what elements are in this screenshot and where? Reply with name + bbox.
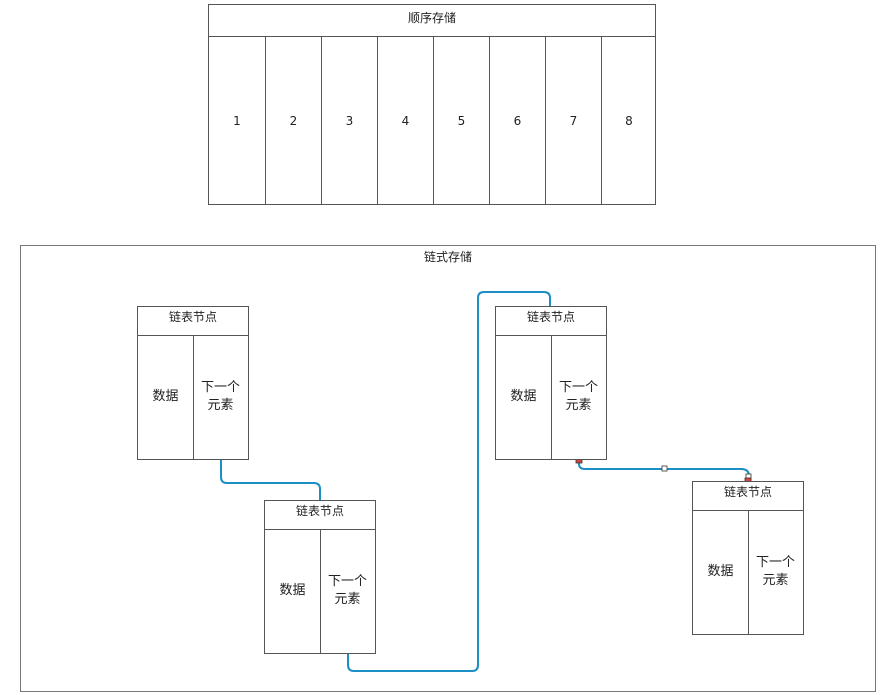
sequential-cell-5: 5 (433, 37, 489, 204)
sequential-storage-title: 顺序存储 (407, 11, 456, 25)
node-next-label: 下一个元素 (558, 380, 598, 413)
sequential-title-divider (209, 36, 655, 37)
sequential-cell-2: 2 (265, 37, 321, 204)
linked-node-4: 链表节点 数据 下一个元素 (692, 481, 804, 635)
sequential-cell-3: 3 (321, 37, 377, 204)
node-title: 链表节点 (496, 307, 606, 336)
linked-node-3: 链表节点 数据 下一个元素 (495, 306, 607, 460)
sequential-cell-7: 7 (545, 37, 601, 204)
node-data-cell: 数据 (265, 529, 321, 653)
sequential-storage-container: 顺序存储 1 2 3 4 5 6 7 8 (208, 4, 656, 205)
sequential-cell-1: 1 (233, 113, 241, 128)
linked-storage-title: 链式存储 (423, 250, 472, 264)
sequential-cell-4: 4 (377, 37, 433, 204)
node-next-label: 下一个元素 (200, 380, 240, 413)
connector-midpoint-handle[interactable] (661, 465, 668, 472)
node-next-cell: 下一个元素 (748, 510, 803, 634)
node-next-label: 下一个元素 (327, 574, 367, 607)
node-next-cell: 下一个元素 (193, 335, 248, 459)
sequential-cell-6: 6 (489, 37, 545, 204)
node-next-cell: 下一个元素 (320, 529, 375, 653)
connector-node1-node2[interactable] (220, 459, 321, 500)
node-title: 链表节点 (265, 501, 375, 530)
sequential-cell-8: 8 (601, 37, 656, 204)
node-data-cell: 数据 (138, 335, 194, 459)
node-title: 链表节点 (138, 307, 248, 336)
node-next-cell: 下一个元素 (551, 335, 606, 459)
node-data-cell: 数据 (496, 335, 552, 459)
connector-node2-node3[interactable] (347, 291, 551, 672)
linked-node-2: 链表节点 数据 下一个元素 (264, 500, 376, 654)
node-next-label: 下一个元素 (755, 555, 795, 588)
node-data-cell: 数据 (693, 510, 749, 634)
node-title: 链表节点 (693, 482, 803, 511)
linked-node-1: 链表节点 数据 下一个元素 (137, 306, 249, 460)
